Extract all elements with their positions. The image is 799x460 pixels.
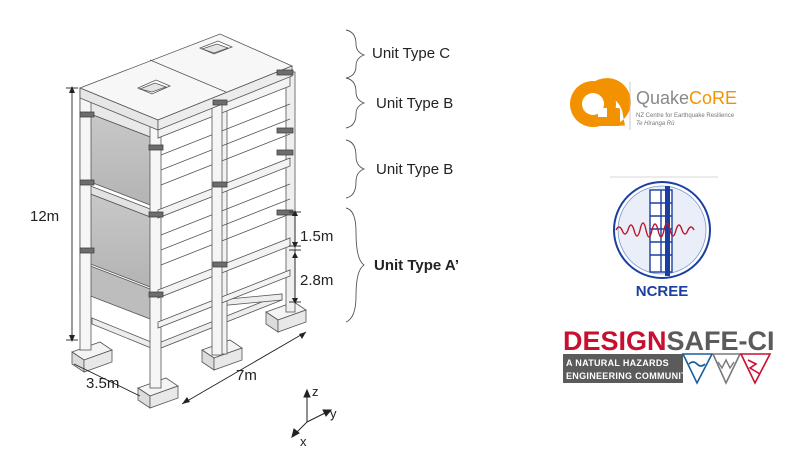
quakecore-q-icon — [570, 78, 631, 127]
dim-length: 7m — [236, 367, 257, 384]
designsafe-word2: SAFE-CI — [667, 326, 775, 356]
ncree-label: NCREE — [636, 283, 689, 300]
hazard-icons — [681, 353, 772, 385]
dimension-lines — [66, 87, 307, 405]
axis-triad — [291, 388, 333, 439]
middle-columns — [211, 99, 223, 356]
dimension-arrows — [69, 86, 306, 404]
axis-label-y: y — [330, 406, 337, 421]
footings — [71, 301, 307, 409]
ncree-logo: NCREE — [613, 181, 711, 300]
designsafe-logo: DESIGNSAFE-CI A NATURAL HAZARDS ENGINEER… — [563, 326, 775, 385]
quakecore-logo: QuakeCoRE NZ Centre for Earthquake Resil… — [570, 78, 737, 130]
dim-upper-segment: 1.5m — [300, 228, 333, 245]
connector-blocks — [79, 69, 294, 298]
quakecore-subtitle-1: NZ Centre for Earthquake Resilience — [636, 113, 735, 119]
building-model — [71, 33, 307, 409]
svg-text:DESIGNSAFE-CI: DESIGNSAFE-CI — [563, 326, 775, 356]
unit-label-b-upper: Unit Type B — [376, 95, 453, 112]
unit-label-c: Unit Type C — [372, 45, 450, 62]
front-left-face — [79, 97, 159, 323]
designsafe-word1: DESIGN — [563, 326, 667, 356]
designsafe-tag-box — [563, 354, 683, 383]
long-side-floors — [157, 75, 291, 329]
ncree-seismic-wave-icon — [615, 222, 695, 238]
dim-width: 3.5m — [86, 375, 119, 392]
unit-label-a-prime: Unit Type A’ — [374, 257, 459, 274]
roof — [78, 33, 294, 131]
quakecore-name-part2: CoRE — [689, 88, 737, 108]
axis-label-x: x — [300, 434, 307, 449]
unit-label-b-lower: Unit Type B — [376, 161, 453, 178]
quakecore-subtitle-2: Te Hiranga Rū — [636, 121, 675, 127]
svg-text:QuakeCoRE: QuakeCoRE — [636, 88, 737, 108]
ncree-column-bar — [665, 186, 670, 276]
quakecore-name-part1: Quake — [636, 88, 689, 108]
designsafe-tag-line1: A NATURAL HAZARDS — [566, 358, 669, 368]
unit-braces — [345, 29, 366, 323]
dim-height-total: 12m — [30, 208, 59, 225]
designsafe-tag-line2: ENGINEERING COMMUNITY — [566, 371, 693, 381]
axis-label-z: z — [312, 384, 319, 399]
dim-lower-segment: 2.8m — [300, 272, 333, 289]
